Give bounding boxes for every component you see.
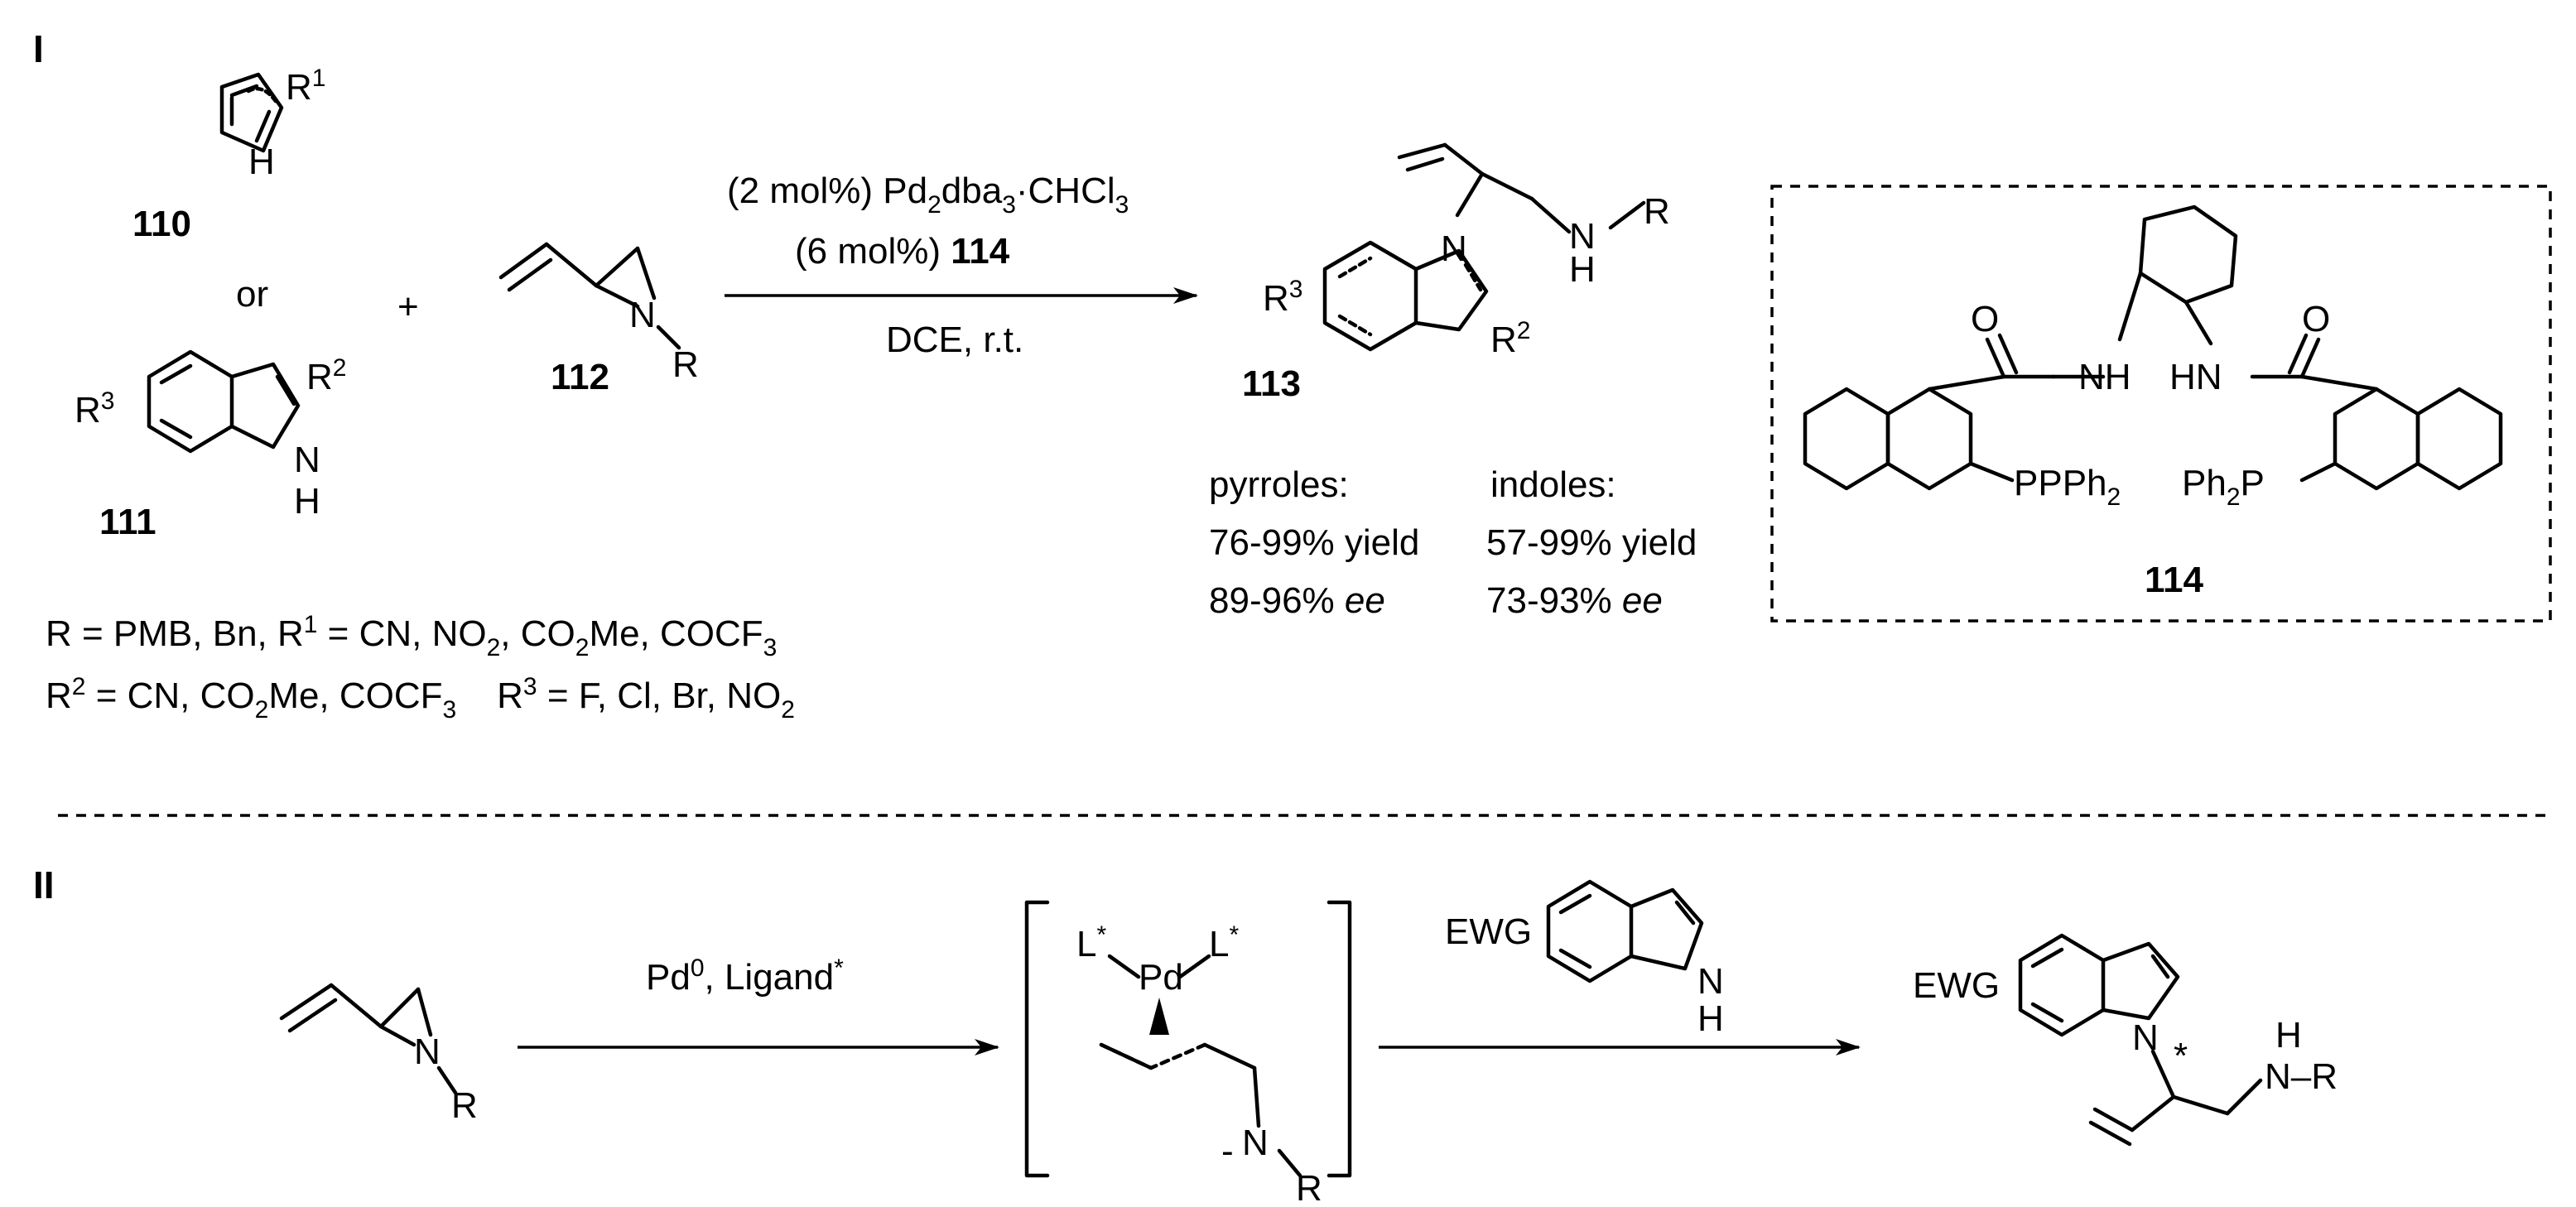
ligand-L-right: L* [1209, 921, 1239, 964]
atom-N-112: N [629, 295, 656, 335]
atom-O-left: O [1971, 299, 1999, 339]
pyrroles-ee: 89-96% ee [1209, 580, 1385, 621]
substituents-line1: R = PMB, Bn, R1 = CN, NO2, CO2Me, COCF3 [46, 611, 777, 661]
atom-NH-111-H: H [294, 481, 320, 522]
pyrroles-yield: 76-99% yield [1209, 522, 1419, 563]
vinyl-aziridine-112-structure [498, 242, 681, 350]
indole-111-structure: N H R2 R3 [75, 349, 346, 522]
product-113-structure [1322, 142, 1646, 352]
conditions-line1: (2 mol%) Pd2dba3·CHCl3 [727, 171, 1129, 219]
atom-R-113: R [1644, 191, 1670, 232]
atom-O-right: O [2302, 299, 2330, 339]
substituents-line2: R2 = CN, CO2Me, COCF3 R3 = F, Cl, Br, NO… [46, 673, 795, 724]
atom-NH-111-N: N [294, 440, 320, 480]
atom-NR-product: N–R [2265, 1056, 2338, 1097]
section-label-II: II [33, 863, 55, 906]
or-label: or [236, 274, 268, 315]
indoles-yield: 57-99% yield [1486, 522, 1697, 563]
atom-HN-right: HN [2169, 357, 2222, 397]
pyrroles-header: pyrroles: [1209, 464, 1349, 505]
compound-label-111: 111 [99, 502, 156, 542]
ligand-L-left: L* [1076, 921, 1106, 964]
compound-label-110: 110 [132, 204, 191, 244]
atom-N-II: N [414, 1031, 441, 1072]
ewg-label-product: EWG [1913, 965, 2000, 1006]
atom-N-113-amine: N [1569, 216, 1596, 257]
atom-PPh2-left: PPPh2 [2014, 463, 2121, 511]
atom-N-product: N [2132, 1017, 2159, 1058]
atom-Ph2P-right: Ph2P [2182, 463, 2265, 511]
conditions-line3: DCE, r.t. [886, 320, 1023, 360]
atom-R2-111: R2 [306, 354, 346, 397]
atom-Pd: Pd [1139, 957, 1183, 998]
atom-R-112: R [672, 344, 699, 385]
atom-H-110: H [248, 142, 275, 182]
pyrrole-110-structure: H R1 [219, 65, 325, 182]
negative-charge: - [1221, 1131, 1234, 1171]
final-product-structure [2018, 933, 2263, 1147]
pi-allyl-pd-intermediate [1099, 954, 1302, 1178]
atom-R-intermediate: R [1296, 1168, 1322, 1207]
atom-R1-110: R1 [286, 65, 325, 108]
conditions-line2: (6 mol%) 114 [795, 231, 1010, 272]
compound-label-112: 112 [551, 357, 609, 397]
plus-sign: + [397, 286, 419, 327]
indoles-header: indoles: [1490, 464, 1616, 505]
bracket-left [1024, 900, 1050, 1178]
compound-label-113: 113 [1242, 363, 1301, 404]
atom-H-product: H [2275, 1015, 2302, 1056]
atom-H-113-amine: H [1569, 249, 1596, 290]
ligand-114-structure [1803, 204, 2503, 491]
atom-R3-113: R3 [1263, 276, 1302, 319]
vinyl-aziridine-II-structure [279, 983, 458, 1095]
atom-N-reagent: N [1697, 961, 1724, 1002]
reagent-pd-ligand: Pd0, Ligand* [646, 955, 844, 998]
atom-H-reagent: H [1697, 998, 1724, 1039]
indoles-ee: 73-93% ee [1486, 580, 1663, 621]
compound-label-114: 114 [2145, 560, 2204, 600]
atom-R-II: R [451, 1085, 478, 1126]
atom-NH-left: NH [2078, 357, 2131, 397]
ligand-114-box [1770, 185, 2552, 623]
ewg-indole-reagent [1546, 879, 1704, 983]
bracket-right [1327, 900, 1352, 1178]
ewg-label-reagent: EWG [1445, 911, 1532, 952]
atom-N-intermediate: N [1242, 1123, 1269, 1163]
atom-R3-111: R3 [75, 387, 114, 430]
section-label-I: I [33, 27, 44, 70]
stereocenter-star: * [2174, 1036, 2188, 1076]
atom-N-113: N [1441, 228, 1467, 269]
atom-R2-113: R2 [1490, 317, 1530, 360]
